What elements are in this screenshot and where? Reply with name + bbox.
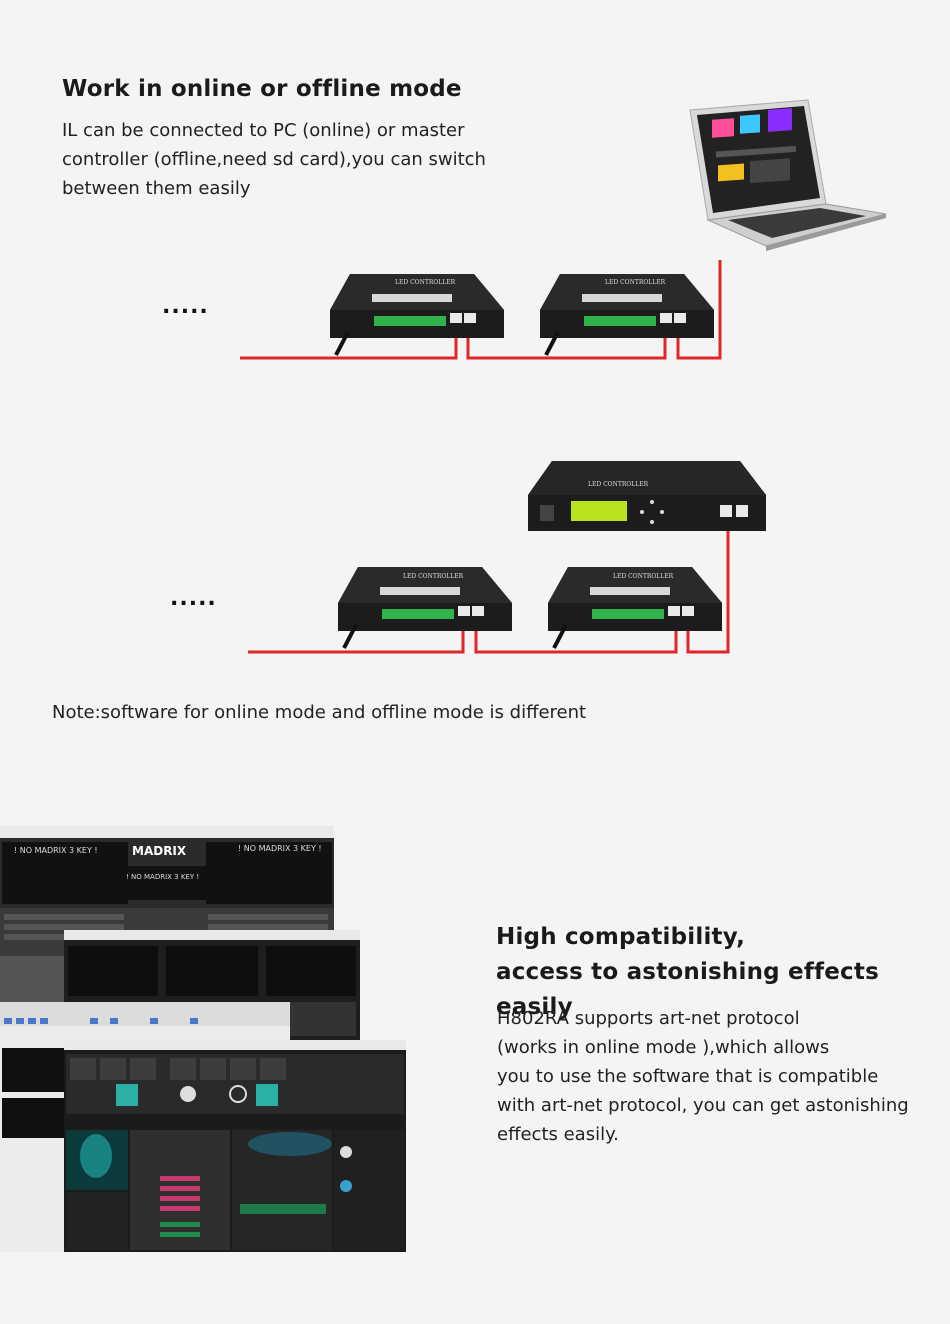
master-controller-label: LED CONTROLLER [588,481,649,488]
controller-chain-1 [240,260,722,360]
compatibility-heading-line: High compatibility, [496,924,746,950]
led-controller-b [540,274,714,356]
description-line: controller (offline,need sd card),you ca… [62,149,486,170]
description-line: you to use the software that is compatib… [497,1066,879,1087]
led-controller-a [330,274,504,356]
controller-c-label: LED CONTROLLER [403,573,464,580]
description-line: effects easily. [497,1124,619,1145]
led-controller-c [338,567,512,649]
online-offline-description: IL can be connected to PC (online) or ma… [62,116,532,203]
controller-a-label: LED CONTROLLER [395,279,456,286]
description-line: H802RA supports art-net protocol [497,1008,800,1029]
controller-d-label: LED CONTROLLER [613,573,674,580]
no-key-label-3: ! NO MADRIX 3 KEY ! [126,873,200,881]
more-devices-ellipsis-2: ..... [170,586,217,611]
master-controller [528,461,766,531]
controller-b-label: LED CONTROLLER [605,279,666,286]
compatibility-heading-line: access to astonishing effects easily [496,959,879,1020]
description-line: IL can be connected to PC (online) or ma… [62,120,465,141]
laptop-illustration [689,99,887,251]
compatibility-description: H802RA supports art-net protocol (works … [497,1004,937,1149]
description-line: between them easily [62,178,251,199]
resolume-window [64,1040,406,1252]
compatibility-heading: High compatibility, access to astonishin… [496,920,950,1025]
led-controller-d [548,567,722,649]
software-note: Note:software for online mode and offlin… [52,702,587,723]
controller-chain-2 [248,461,766,654]
more-devices-ellipsis: ..... [162,294,209,319]
madrix-logo: MADRIX [132,844,187,858]
description-line: (works in online mode ),which allows [497,1037,830,1058]
software-screenshots-collage [0,826,406,1252]
online-offline-heading: Work in online or offline mode [62,76,462,102]
no-key-label-1: ! NO MADRIX 3 KEY ! [14,846,98,855]
no-key-label-2: ! NO MADRIX 3 KEY ! [238,844,322,853]
description-line: with art-net protocol, you can get aston… [497,1095,909,1116]
